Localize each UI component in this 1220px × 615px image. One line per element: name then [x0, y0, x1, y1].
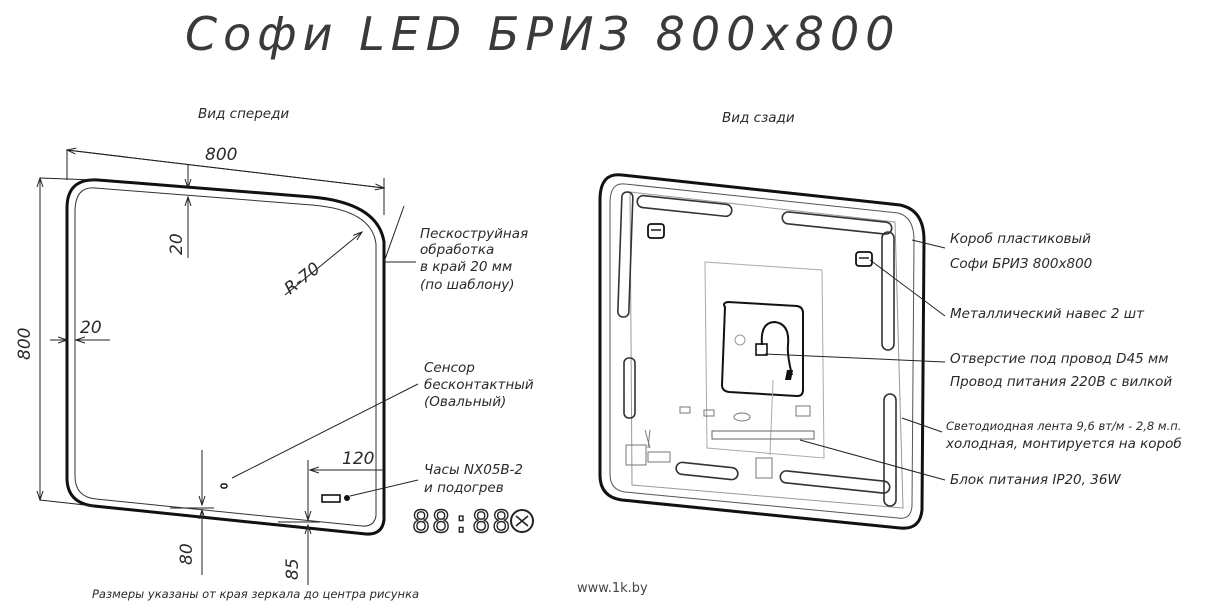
- drawing-title: Софи LED БРИЗ 800х800: [185, 7, 901, 61]
- callout-hole-line2: Провод питания 220В с вилкой: [950, 374, 1172, 390]
- dim-120: 120: [310, 449, 384, 470]
- sensor: Сенсор бесконтактный (Овальный): [220, 360, 534, 489]
- dim-85: 85: [278, 460, 320, 585]
- sensor-oval-icon: [220, 483, 228, 489]
- footnote: Размеры указаны от края зеркала до центр…: [92, 587, 419, 601]
- callout-sensor-line3: (Овальный): [424, 394, 506, 410]
- clock-small: Часы NX05B-2 и подогрев: [321, 462, 523, 503]
- callout-sandblast-line4: (по шаблону): [420, 277, 515, 293]
- callout-led: Светодиодная лента 9,6 вт/м - 2,8 м.п. х…: [901, 417, 1182, 452]
- watermark: www.1k.by: [577, 581, 648, 596]
- callout-psu-text: Блок питания IP20, 36W: [950, 472, 1121, 488]
- clock-digits: 88:88: [412, 505, 512, 540]
- back-frame: [598, 173, 926, 530]
- callout-clock-line1: Часы NX05B-2: [424, 462, 523, 478]
- dim-radius: R-70: [281, 232, 362, 299]
- dim-radius-label: R-70: [281, 259, 325, 299]
- dim-120-label: 120: [342, 449, 374, 469]
- callout-sensor-line1: Сенсор: [424, 360, 475, 376]
- callout-sandblast: Пескоструйная обработка в край 20 мм (по…: [383, 205, 528, 293]
- dim-height-label: 800: [15, 328, 35, 360]
- callout-psu: Блок питания IP20, 36W: [799, 439, 1121, 488]
- callout-box-line2: Софи БРИЗ 800х800: [950, 256, 1092, 272]
- front-view-caption: Вид спереди: [198, 106, 289, 122]
- dim-side-margin: 20: [50, 318, 110, 340]
- callout-box-line1: Короб пластиковый: [950, 231, 1091, 247]
- callout-hanger: Металлический навес 2 шт: [869, 259, 1145, 322]
- callout-hole: Отверстие под провод D45 мм Провод питан…: [764, 351, 1172, 390]
- callout-led-line1: Светодиодная лента 9,6 вт/м - 2,8 м.п.: [946, 419, 1181, 433]
- dim-side-margin-label: 20: [80, 318, 102, 338]
- dim-80: 80: [170, 450, 214, 575]
- callout-hole-line1: Отверстие под провод D45 мм: [950, 351, 1168, 367]
- clock-display-icon: 88:88: [411, 504, 534, 541]
- callout-clock-line2: и подогрев: [424, 480, 504, 496]
- dim-80-label: 80: [177, 543, 197, 565]
- callout-sandblast-line3: в край 20 мм: [420, 259, 512, 275]
- back-view-caption: Вид сзади: [722, 110, 795, 126]
- dim-height: 800: [15, 178, 96, 507]
- callout-sandblast-line1: Пескоструйная: [420, 226, 528, 242]
- front-mirror: [65, 178, 386, 536]
- dim-85-label: 85: [283, 558, 303, 580]
- dim-width: 800: [67, 145, 384, 215]
- callout-box: Короб пластиковый Софи БРИЗ 800х800: [911, 231, 1092, 272]
- callout-sensor-line2: бесконтактный: [424, 377, 534, 393]
- hanger-right-icon: [855, 251, 873, 267]
- callout-hanger-text: Металлический навес 2 шт: [950, 306, 1145, 322]
- dim-top-margin: 20: [167, 165, 188, 258]
- power-cable-icon: [755, 320, 793, 380]
- hanger-left-icon: [647, 223, 665, 239]
- dim-top-margin-label: 20: [167, 233, 187, 255]
- dim-width-label: 800: [205, 145, 237, 165]
- callout-led-line2: холодная, монтируется на короб: [945, 436, 1182, 452]
- callout-sandblast-line2: обработка: [420, 242, 494, 258]
